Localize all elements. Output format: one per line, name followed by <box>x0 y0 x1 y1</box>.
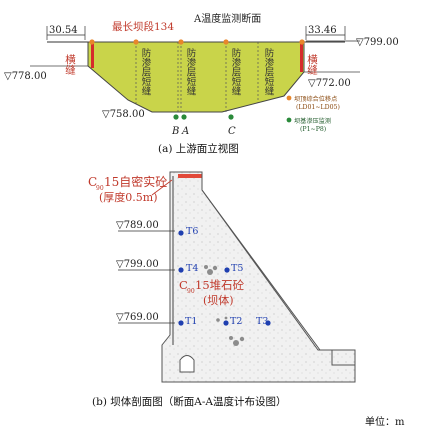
unit-label: 单位：m <box>365 415 405 428</box>
elevation-lines <box>118 230 175 324</box>
label-T3: T3 <box>256 316 268 327</box>
thermometer-T3 <box>265 320 271 326</box>
elev-left: ▽778.00 <box>4 71 47 82</box>
thermometers <box>178 230 271 326</box>
concrete-label-c: C <box>88 175 97 189</box>
point-B-label: B <box>171 126 179 137</box>
thermometer-T1 <box>178 320 184 326</box>
point-A-label: A <box>181 126 189 137</box>
short-joint-label-1: 防渗层短缝 <box>140 47 152 96</box>
short-joint-label-4: 防渗层短缝 <box>263 47 275 96</box>
legend-pres-marker <box>286 117 292 123</box>
elev-right: ▽772.00 <box>308 78 351 89</box>
legend-disp-label: 坝顶综合位移点 <box>294 95 337 103</box>
legend-pres-sub: (P1~P8) <box>300 126 326 133</box>
dim-left-label: 30.54 <box>49 25 78 36</box>
pres-point <box>228 114 234 120</box>
thermometer-T4 <box>178 267 184 273</box>
concrete-label-main: 15自密实砼 <box>104 174 167 189</box>
disp-point <box>133 39 139 45</box>
point-C-label: C <box>228 126 236 137</box>
monitoring-section-label: A温度监测断面 <box>193 12 261 25</box>
svg-text:横缝: 横缝 <box>306 53 318 75</box>
elev-799: ▽799.00 <box>116 259 159 270</box>
thermometer-T2 <box>223 320 229 326</box>
label-T5: T5 <box>231 263 243 274</box>
gallery <box>179 355 195 373</box>
dimension-left <box>46 26 86 40</box>
disp-point <box>178 39 184 45</box>
disp-point <box>223 39 229 45</box>
concrete-leader <box>151 179 173 196</box>
concrete-label-sub: 90 <box>96 185 104 192</box>
legend-pres-label: 坝基渗压监测 <box>294 117 331 125</box>
disp-point <box>299 39 305 45</box>
upstream-elevation-view: 30.54 33.46 最长坝段134 A温度监测断面 ▽799.00 ▽778… <box>4 12 399 155</box>
label-T1: T1 <box>185 316 197 327</box>
rock-label-sub: 90 <box>187 288 195 295</box>
label-T6: T6 <box>186 226 198 237</box>
disp-point <box>89 39 95 45</box>
concrete-thickness: (厚度0.5m) <box>99 190 158 204</box>
dam-body <box>87 41 305 113</box>
elev-crest: ▽799.00 <box>356 37 399 48</box>
pres-point <box>173 114 179 120</box>
pressure-points <box>173 114 234 120</box>
rock-label-main: 15堆石砼 <box>195 278 245 292</box>
short-joint-label-3: 防渗层短缝 <box>230 47 242 96</box>
elev-769: ▽769.00 <box>116 312 159 323</box>
joint-label-right: 横缝 <box>306 53 318 75</box>
transverse-joint-right <box>300 42 303 72</box>
dim-right-label: 33.46 <box>308 25 337 36</box>
rock-label-body: (坝体) <box>203 293 234 307</box>
rock-label-c: C <box>179 278 188 292</box>
downstream-face <box>201 189 355 366</box>
caption-a: (a) 上游面立视图 <box>158 142 239 155</box>
svg-text:横缝: 横缝 <box>64 53 76 75</box>
transverse-joint-left <box>91 42 94 68</box>
legend: 坝顶综合位移点 (LD01~LD05) 坝基渗压监测 (P1~P8) <box>286 95 340 133</box>
legend-disp-marker <box>286 95 292 101</box>
label-T2: T2 <box>230 316 242 327</box>
dimension-right <box>305 26 346 40</box>
stone-glyphs <box>204 265 245 346</box>
pres-point <box>181 114 187 120</box>
short-joints <box>135 42 259 112</box>
crest-detail <box>178 174 202 178</box>
elev-789: ▽789.00 <box>116 220 159 231</box>
thermometer-T5 <box>224 267 230 273</box>
dam-cross-section: C 90 15自密实砼 (厚度0.5m) ▽789.00 ▽799.00 ▽76… <box>88 171 405 428</box>
label-T4: T4 <box>186 263 198 274</box>
displacement-points <box>89 39 305 45</box>
elev-bottom: ▽758.00 <box>102 109 145 120</box>
caption-b: (b) 坝体剖面图（断面A-A温度计布设图） <box>92 395 286 408</box>
legend-disp-sub: (LD01~LD05) <box>296 104 340 111</box>
thermometer-T6 <box>178 230 184 236</box>
short-joint-label-2: 防渗层短缝 <box>185 47 197 96</box>
joint-label-left: 横缝 <box>64 53 76 75</box>
longest-section-label: 最长坝段134 <box>112 20 174 33</box>
